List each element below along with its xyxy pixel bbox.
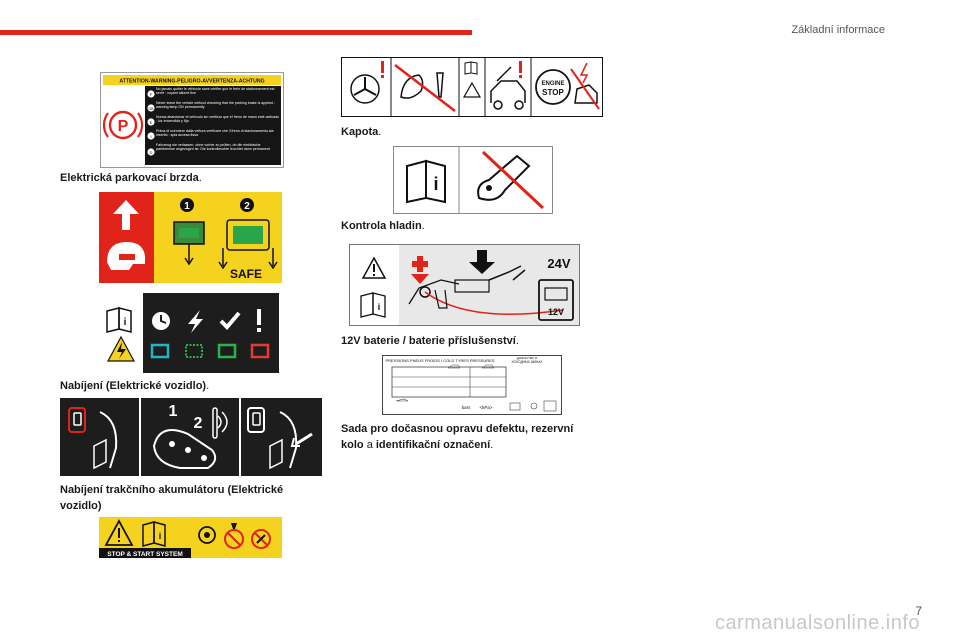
helmet-icon <box>107 242 145 270</box>
checkmark-icon <box>219 311 241 330</box>
caption-battery: 12V baterie / baterie příslušenství. <box>341 335 519 347</box>
svg-text:i: i <box>378 302 381 312</box>
parking-line: Never leave the vehicle without checking… <box>156 101 275 110</box>
safe-label: SAFE <box>230 267 262 281</box>
lang-code: GB <box>148 107 154 111</box>
svg-text:i: i <box>124 317 127 328</box>
no-car-charging-icon <box>570 62 600 110</box>
parking-brake-label-image: ATTENTION-WARNING-PELIGRO-AVVERTENZA-ACH… <box>100 72 284 168</box>
car-loaded-icon <box>481 364 495 369</box>
lang-code: E <box>150 120 153 125</box>
svg-text:P: P <box>118 118 129 135</box>
arrow-up-icon <box>113 200 139 230</box>
caption-parking-brake: Elektrická parkovací brzda. <box>60 172 202 184</box>
indicator-teal <box>150 343 170 359</box>
high-voltage-warning-icon <box>106 335 136 362</box>
watermark: carmanualsonline.info <box>714 612 920 634</box>
header-accent-bar <box>0 30 472 35</box>
no-hands-tie-icon <box>394 64 456 112</box>
no-hands-icon <box>224 523 244 549</box>
caption-repair-kit: Sada pro dočasnou opravu defektu, rezerv… <box>341 423 574 451</box>
connector-1-icon: 1 <box>173 198 205 266</box>
fluid-check-image: i <box>393 146 553 214</box>
stop-start-label-image: i STOP & START SYSTEM <box>99 517 282 558</box>
parking-line: Fahrzeug nie verlassen, ohne vorher zu p… <box>156 143 270 152</box>
engine-stop-button-icon: ENGINE STOP <box>535 69 571 105</box>
no-refill-icon <box>477 150 545 210</box>
car-icon <box>447 364 461 369</box>
tyre-units: bars <box>462 405 472 410</box>
lightning-icon <box>188 310 203 333</box>
caption-bonnet: Kapota. <box>341 126 382 138</box>
voltage-24-label: 24V <box>547 256 570 271</box>
parking-line: Nunca abandonar el vehículo sin verifica… <box>156 115 280 124</box>
svg-text:i: i <box>433 174 438 194</box>
step-number: 2 <box>244 201 250 212</box>
voltage-12-label: 12V <box>548 307 564 317</box>
lang-codes: F GB E I D <box>147 90 155 156</box>
key-step-number: 2 <box>194 415 203 432</box>
manual-icon <box>509 402 521 411</box>
clock-icon <box>152 312 170 330</box>
fan-warning-icon <box>350 61 384 104</box>
spare-wheel-icon <box>395 398 409 402</box>
charging-flap-right-icon <box>247 407 313 470</box>
manual-warning-icon <box>462 61 482 98</box>
black-down-arrow-icon <box>469 250 495 274</box>
caption-traction-battery: Nabíjení trakčního akumulátoru (Elektric… <box>60 484 284 512</box>
no-tools-icon <box>251 529 271 549</box>
jumper-cable-icon <box>408 265 564 316</box>
key-fob-icon: 1 2 <box>152 403 228 469</box>
tyre-warning-icon <box>530 402 538 410</box>
charging-flap-label-image: 1 2 SAFE <box>99 192 282 283</box>
caption-ev-charging: Nabíjení (Elektrické vozidlo). <box>60 380 210 392</box>
tyre-pressure-title: PRESSIONS PNEUS FROIDS / COLD TYRES PRES… <box>385 358 494 363</box>
key-step-number: 1 <box>169 403 178 420</box>
manual-book-icon: i <box>406 159 446 204</box>
bonnet-label-image: ENGINE STOP <box>341 57 603 117</box>
manual-book-icon: i <box>360 292 386 318</box>
engine-stop-line: STOP <box>542 88 564 97</box>
exclamation-icon <box>257 309 261 332</box>
charging-flap-left-icon <box>68 407 118 470</box>
lang-code: F <box>150 92 153 97</box>
warning-triangle-icon <box>104 519 134 546</box>
open-bonnet-icon <box>490 61 526 110</box>
page-number: 7 <box>915 604 922 618</box>
manual-book-icon: i <box>142 521 166 547</box>
section-title: Základní informace <box>791 24 885 36</box>
caption-fluid-check: Kontrola hladin. <box>341 220 425 232</box>
battery-12v-icon: 12V <box>538 279 574 321</box>
connector-2-icon: 2 <box>218 198 278 270</box>
tyre-pressure-title-ru: ДАВЛЕНИЕ В ХОЛОДНЫХ ШИНАХ <box>511 357 543 364</box>
engine-stop-line: ENGINE <box>541 81 564 87</box>
parking-line: No jamais quitter le véhicule sans vérif… <box>156 87 275 96</box>
step-number: 1 <box>184 201 190 212</box>
parking-brake-icon: P <box>102 110 144 140</box>
parking-line: Prima di scendere dalla vettura verifica… <box>156 129 274 138</box>
tyre-units-kpa: <kPa> <box>479 405 492 410</box>
indicator-red <box>250 343 270 359</box>
stop-start-label: STOP & START SYSTEM <box>107 551 182 558</box>
indicator-green-dashed <box>185 344 203 358</box>
traction-battery-image: 1 2 <box>60 398 322 476</box>
tyre-pressure-label-image: PRESSIONS PNEUS FROIDS / COLD TYRES PRES… <box>382 355 562 415</box>
svg-text:i: i <box>159 531 162 541</box>
fan-icon <box>198 526 216 544</box>
battery-label-image: i 24V 12V <box>349 244 580 326</box>
red-plus-arrow-icon <box>411 256 429 284</box>
manual-book-icon: i <box>106 307 132 333</box>
warning-triangle-icon <box>361 256 387 279</box>
indicator-green <box>217 343 237 359</box>
paint-code-icon <box>543 400 557 412</box>
charging-indicator-image: i <box>99 293 279 373</box>
parking-warning-title: ATTENTION-WARNING-PELIGRO-AVVERTENZA-ACH… <box>119 79 264 85</box>
lang-code: I <box>150 134 151 139</box>
lang-code: D <box>150 150 153 155</box>
